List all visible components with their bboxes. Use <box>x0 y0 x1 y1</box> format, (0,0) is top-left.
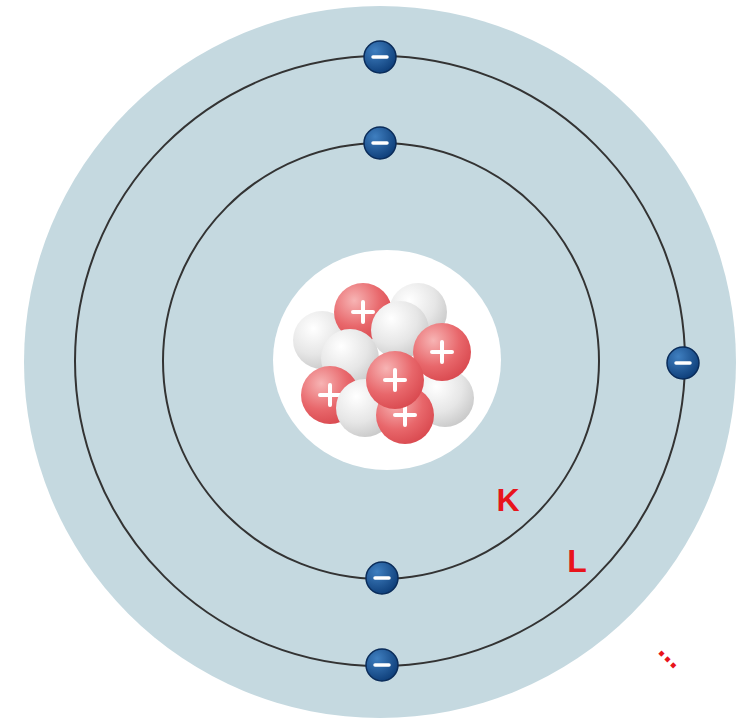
shell-label: K <box>496 484 519 516</box>
minus-sign <box>373 141 387 145</box>
minus-sign <box>676 361 690 365</box>
minus-sign <box>375 663 389 667</box>
electron <box>364 41 396 73</box>
orbit-l <box>75 56 685 666</box>
electron <box>366 562 398 594</box>
continuation-dots: ... <box>654 635 693 674</box>
plus-sign <box>353 302 373 322</box>
minus-sign <box>373 55 387 59</box>
electron <box>364 127 396 159</box>
orbit-k <box>163 143 599 579</box>
electron <box>366 649 398 681</box>
plus-sign <box>385 370 405 390</box>
electrons <box>364 41 699 681</box>
plus-sign <box>432 342 452 362</box>
nucleus-area <box>273 250 501 470</box>
nucleus <box>293 283 474 444</box>
proton <box>366 351 424 409</box>
shell-label: L <box>567 545 587 577</box>
electron-cloud <box>24 6 736 718</box>
electron <box>667 347 699 379</box>
minus-sign <box>375 576 389 580</box>
